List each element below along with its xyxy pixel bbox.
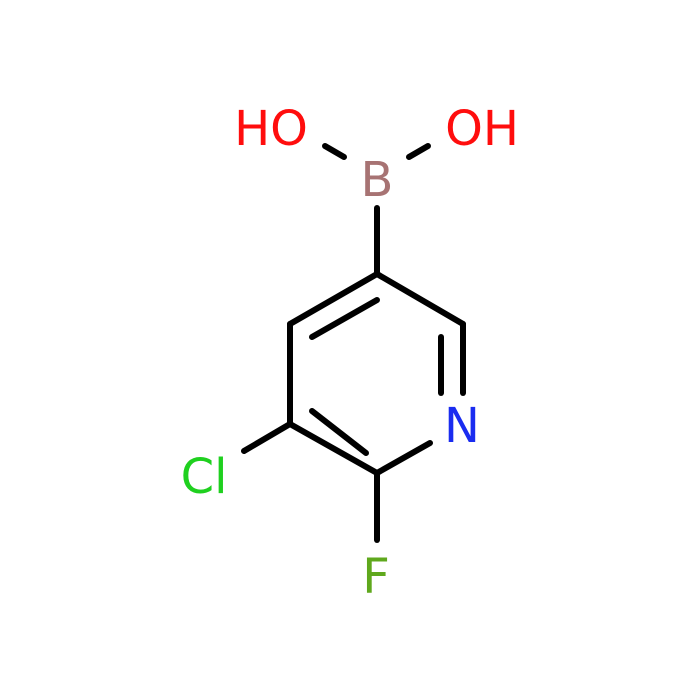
atom-fluorine: F (362, 549, 390, 605)
bond-c4-c3-inner (309, 297, 380, 340)
bond-c5-cl (241, 421, 293, 454)
atom-labels: HO OH B N Cl F (181, 101, 519, 605)
atom-oh-right: OH (445, 101, 519, 157)
bond-b-o-left (322, 143, 347, 160)
bond-n-c6 (374, 440, 433, 476)
bond-c6-c5 (287, 421, 380, 476)
atom-chlorine: Cl (181, 449, 228, 505)
bond-c3-c2 (374, 271, 466, 327)
bonds (241, 143, 466, 543)
bond-c4-c3 (287, 271, 380, 327)
bond-c6-c5-inner (309, 408, 369, 456)
atom-ho-left: HO (234, 101, 308, 157)
bond-b-o-right (406, 143, 431, 160)
atom-boron: B (361, 152, 394, 208)
atom-nitrogen: N (444, 398, 480, 454)
